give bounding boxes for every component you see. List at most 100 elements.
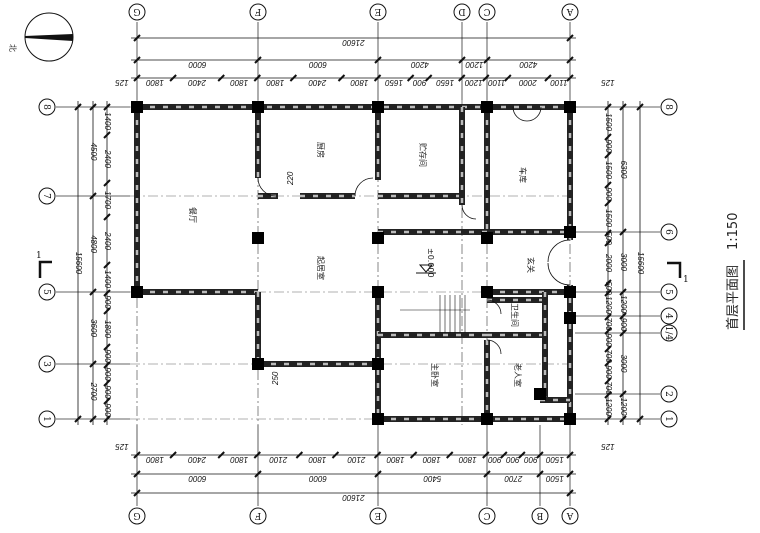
dim-top-detail-tick (337, 74, 346, 82)
dim-top-sub-tick (566, 56, 574, 64)
dim-right-detail-tick (604, 239, 612, 247)
dim-right-detail-tick (604, 313, 612, 321)
column (534, 388, 546, 400)
dim-left-detail-label: 900 (103, 385, 112, 399)
axis-label-right: 4 (663, 313, 673, 319)
dim-left-detail-label: 900 (103, 295, 112, 309)
door-swing (486, 339, 502, 355)
axis-bubble (531, 507, 549, 525)
dim-top-detail-tick (482, 74, 490, 82)
room-label: 厨房 (316, 142, 326, 158)
door-swing (461, 204, 477, 220)
column (481, 413, 493, 425)
dim-bottom-sub-label: 2700 (504, 474, 523, 483)
north-arrow: 北 (8, 12, 74, 62)
dim-top-detail-tick (504, 74, 512, 82)
column (131, 101, 143, 113)
dim-top-total-label: 21600 (342, 38, 366, 47)
dim-bottom-detail-label: 1800 (230, 455, 248, 464)
door-swing (354, 177, 374, 197)
dim-top-detail-label: 1800 (230, 78, 248, 87)
column (564, 286, 576, 298)
dim-right-sub-label: 900 (619, 318, 628, 332)
dim-left-detail-tick (103, 131, 111, 139)
dim-right-detail-tick (604, 199, 612, 207)
axis-label-bottom: C (483, 510, 490, 520)
dim-left-detail-label: 900 (103, 367, 112, 381)
dim-right-sub-label: 6300 (619, 161, 628, 179)
dim-left-sub-label: 4800 (89, 235, 98, 253)
axis-bubble (660, 324, 678, 342)
dim-left-sub-tick (89, 192, 97, 200)
axis-label-top: A (566, 6, 574, 16)
dim-right-detail-label: 500 (604, 281, 613, 295)
dim-top-total-tick (133, 34, 141, 42)
axis-bubble (660, 283, 678, 301)
dim-top-detail-tick (373, 74, 382, 82)
dim-bottom-sub-tick (566, 470, 574, 478)
dim-right-detail-tick (604, 181, 612, 189)
dim-bottom-sub-tick (133, 470, 141, 478)
dim-left-sub-label: 3600 (89, 319, 98, 337)
dim-bottom-detail-label: 900 (506, 455, 520, 464)
dim-bottom-detail-label: 2100 (269, 455, 288, 464)
axis-bubble (660, 385, 678, 403)
column (131, 286, 143, 298)
dim-right-sub-tick (619, 312, 627, 320)
dim-right-detail-label: 500 (604, 231, 613, 245)
axis-label-right: 2 (663, 391, 673, 397)
axis-bubble (128, 3, 146, 21)
dim-right-sub-tick (619, 103, 627, 111)
dim-right-detail-tick (604, 345, 612, 353)
door-swing (547, 239, 571, 286)
dim-left-detail-tick (103, 289, 111, 297)
dim-top-sub-tick (458, 56, 466, 64)
section-label-right: 1 (683, 275, 689, 285)
axis-label-top: C (483, 6, 490, 16)
column (564, 312, 576, 324)
axis-bubble (660, 307, 678, 325)
dim-right-detail-label: 1200 (604, 398, 613, 416)
dim-top-detail-label: 1650 (385, 78, 403, 87)
dim-bottom-detail-tick (482, 451, 490, 459)
axis-bubble (369, 507, 387, 525)
axis-label-bottom: F (255, 510, 261, 520)
dim-right-detail-label: 1500 (604, 161, 613, 179)
dim-top-detail-label: 2400 (308, 78, 327, 87)
dim-left-detail-label: 2400 (103, 149, 112, 168)
dim-top-sub-tick (483, 56, 491, 64)
column (372, 232, 384, 244)
dim-bottom-sub-label: 6000 (188, 474, 206, 483)
dim-bottom-sub-tick (536, 470, 544, 478)
dim-wall-label: 250 (271, 371, 280, 386)
dim-left-detail-label: 1800 (103, 320, 112, 338)
dim-bottom-sub-label: 6000 (309, 474, 327, 483)
walls (131, 101, 576, 425)
dim-top-detail-tick (424, 74, 433, 82)
room-label: 起居室 (316, 256, 326, 280)
dim-left-detail-tick (103, 307, 111, 315)
dim-right-detail-tick (604, 103, 612, 111)
dim-right-detail-label: 700 (604, 317, 613, 331)
dim-left-sub-tick (89, 415, 97, 423)
dim-offset-label: 125 (115, 78, 129, 87)
axis-bubble (249, 507, 267, 525)
dim-top-detail-tick (566, 74, 574, 82)
dim-left-total-tick (74, 103, 82, 111)
dim-bottom-total-tick (133, 489, 141, 497)
dim-bottom-detail-label: 2400 (188, 455, 207, 464)
axis-bubble (38, 98, 56, 116)
dim-bottom-sub-tick (254, 470, 262, 478)
dim-left-total-label: 15600 (74, 252, 83, 275)
axis-label-right: 5 (663, 289, 673, 295)
dim-right-detail-label: 1500 (604, 209, 613, 227)
dim-right-sub-label: 3000 (619, 253, 628, 271)
dim-bottom-detail-label: 900 (488, 455, 502, 464)
dim-right-sub-label: 1200 (619, 398, 628, 416)
level-text: ±0.000 (426, 248, 435, 278)
dim-right-detail-tick (604, 133, 612, 141)
dim-top-sub-label: 6000 (309, 60, 327, 69)
section-mark-left: 1 (36, 251, 52, 278)
dim-top-detail-tick (133, 74, 141, 82)
dim-bottom-sub-tick (483, 470, 491, 478)
